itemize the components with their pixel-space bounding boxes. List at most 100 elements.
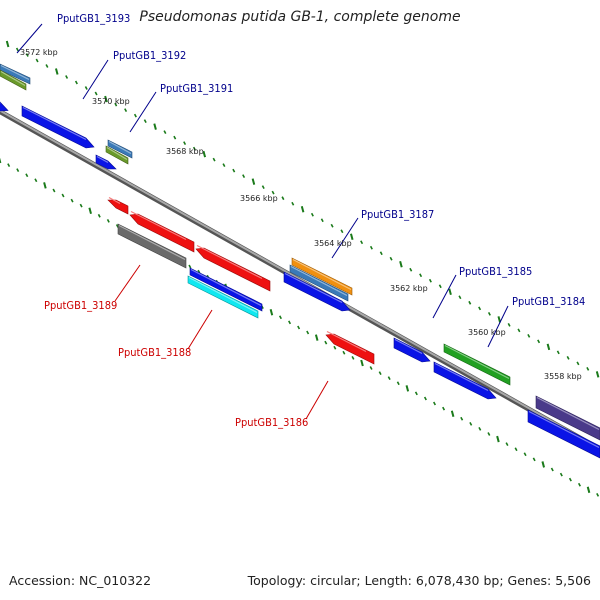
label-leader-line — [129, 91, 157, 133]
gene-highlight — [188, 276, 258, 314]
label-leader-line — [305, 380, 329, 420]
tick-mark-inner — [478, 427, 482, 431]
gene-body — [535, 395, 600, 441]
tick-mark-inner — [288, 320, 292, 325]
label-leader-line — [331, 217, 359, 259]
label-leader-lines — [16, 23, 509, 420]
gene-highlight — [0, 64, 30, 81]
tick-mark-outer — [330, 223, 334, 228]
tick-mark-inner — [97, 213, 101, 218]
gene-highlight — [106, 146, 128, 161]
kbp-label: 3566 kbp — [240, 194, 278, 203]
tick-mark-outer — [566, 356, 570, 360]
gene-feature — [21, 105, 95, 149]
tick-mark-inner — [88, 207, 92, 214]
tick-mark-outer — [300, 205, 305, 213]
gene-label-pputgb1-3188: PputGB1_3188 — [118, 346, 191, 359]
gene-feature-pputgb1-3192 — [95, 154, 117, 170]
gene-highlight — [108, 196, 121, 205]
tick-mark-outer — [448, 288, 452, 296]
tick-mark-inner — [7, 163, 11, 167]
gene-body — [325, 333, 375, 365]
gene-label-pputgb1-3193: PputGB1_3193 — [57, 12, 130, 25]
tick-mark-inner — [34, 178, 38, 183]
tick-mark-inner — [70, 198, 74, 203]
label-leader-line — [432, 274, 457, 319]
tick-mark-outer — [497, 316, 502, 323]
gene-highlight — [284, 272, 343, 304]
tick-mark-outer — [124, 108, 128, 112]
tick-mark-outer — [350, 233, 354, 240]
kbp-label: 3558 kbp — [544, 372, 582, 381]
tick-mark-outer — [340, 229, 344, 234]
gene-highlight — [108, 140, 132, 155]
gene-feature — [289, 264, 349, 302]
tick-mark-inner — [333, 345, 337, 350]
tick-mark-outer — [271, 190, 275, 195]
gene-highlight — [118, 224, 186, 261]
gene-body — [0, 101, 9, 112]
gene-feature — [0, 69, 27, 91]
tick-mark-inner — [559, 472, 563, 477]
tick-mark-outer — [546, 343, 551, 351]
tick-mark-inner — [541, 461, 546, 468]
tick-mark-outer — [242, 174, 246, 179]
tick-mark-inner — [314, 334, 319, 341]
tick-mark-outer — [399, 261, 403, 268]
gene-feature — [535, 395, 600, 441]
tick-mark-inner — [360, 359, 364, 367]
tick-mark-outer — [183, 141, 187, 145]
gene-highlight — [292, 258, 352, 291]
tick-mark-outer — [556, 350, 560, 355]
gene-feature — [0, 101, 9, 112]
tick-mark-outer — [114, 102, 118, 107]
tick-mark-outer — [222, 163, 226, 168]
gene-label-pputgb1-3186: PputGB1_3186 — [235, 416, 308, 429]
tick-mark-inner — [532, 457, 536, 462]
tick-mark-outer — [35, 58, 39, 63]
gene-label-pputgb1-3191: PputGB1_3191 — [160, 82, 233, 95]
tick-mark-inner — [514, 447, 518, 452]
tick-mark-outer — [55, 68, 59, 75]
gene-highlight — [394, 338, 423, 355]
tick-mark-inner — [342, 350, 346, 355]
tick-mark-outer — [104, 95, 108, 103]
tick-mark-inner — [188, 264, 192, 269]
gene-label-pputgb1-3192: PputGB1_3192 — [113, 49, 186, 62]
tick-mark-inner — [487, 432, 491, 436]
tick-mark-outer — [595, 371, 600, 378]
label-leader-line — [114, 264, 141, 302]
gene-highlight — [434, 362, 489, 392]
gene-feature-pputgb1-3191 — [107, 139, 133, 159]
tick-mark-inner — [16, 168, 20, 173]
tick-mark-outer — [478, 306, 482, 311]
kbp-label: 3570 kbp — [92, 97, 130, 106]
tick-mark-outer — [163, 130, 167, 134]
genome-title: Pseudomonas putida GB-1, complete genome — [139, 9, 461, 25]
kbp-label: 3572 kbp — [20, 48, 58, 57]
tick-mark-outer — [173, 135, 177, 140]
tick-mark-outer — [537, 339, 541, 344]
tick-mark-inner — [297, 325, 301, 330]
tick-mark-inner — [568, 477, 572, 482]
gene-feature — [129, 210, 195, 253]
gene-feature-pputgb1-3185 — [393, 337, 431, 363]
gene-highlight — [96, 155, 109, 164]
tick-mark-outer — [379, 251, 383, 256]
label-leader-line — [487, 305, 509, 348]
genome-summary-text: Topology: circular; Length: 6,078,430 bp… — [247, 573, 591, 588]
gene-labels: PputGB1_3193PputGB1_3192PputGB1_3191Pput… — [44, 12, 585, 429]
tick-mark-outer — [133, 113, 137, 118]
gene-highlight — [528, 410, 600, 449]
kbp-label: 3560 kbp — [468, 328, 506, 337]
gene-features — [0, 63, 600, 459]
tick-mark-outer — [369, 245, 373, 250]
tick-mark-outer — [468, 300, 472, 305]
tick-mark-inner — [586, 486, 591, 494]
gene-feature — [107, 196, 129, 215]
tick-mark-outer — [281, 196, 285, 201]
tick-mark-outer — [261, 185, 265, 190]
gene-highlight — [130, 210, 187, 241]
